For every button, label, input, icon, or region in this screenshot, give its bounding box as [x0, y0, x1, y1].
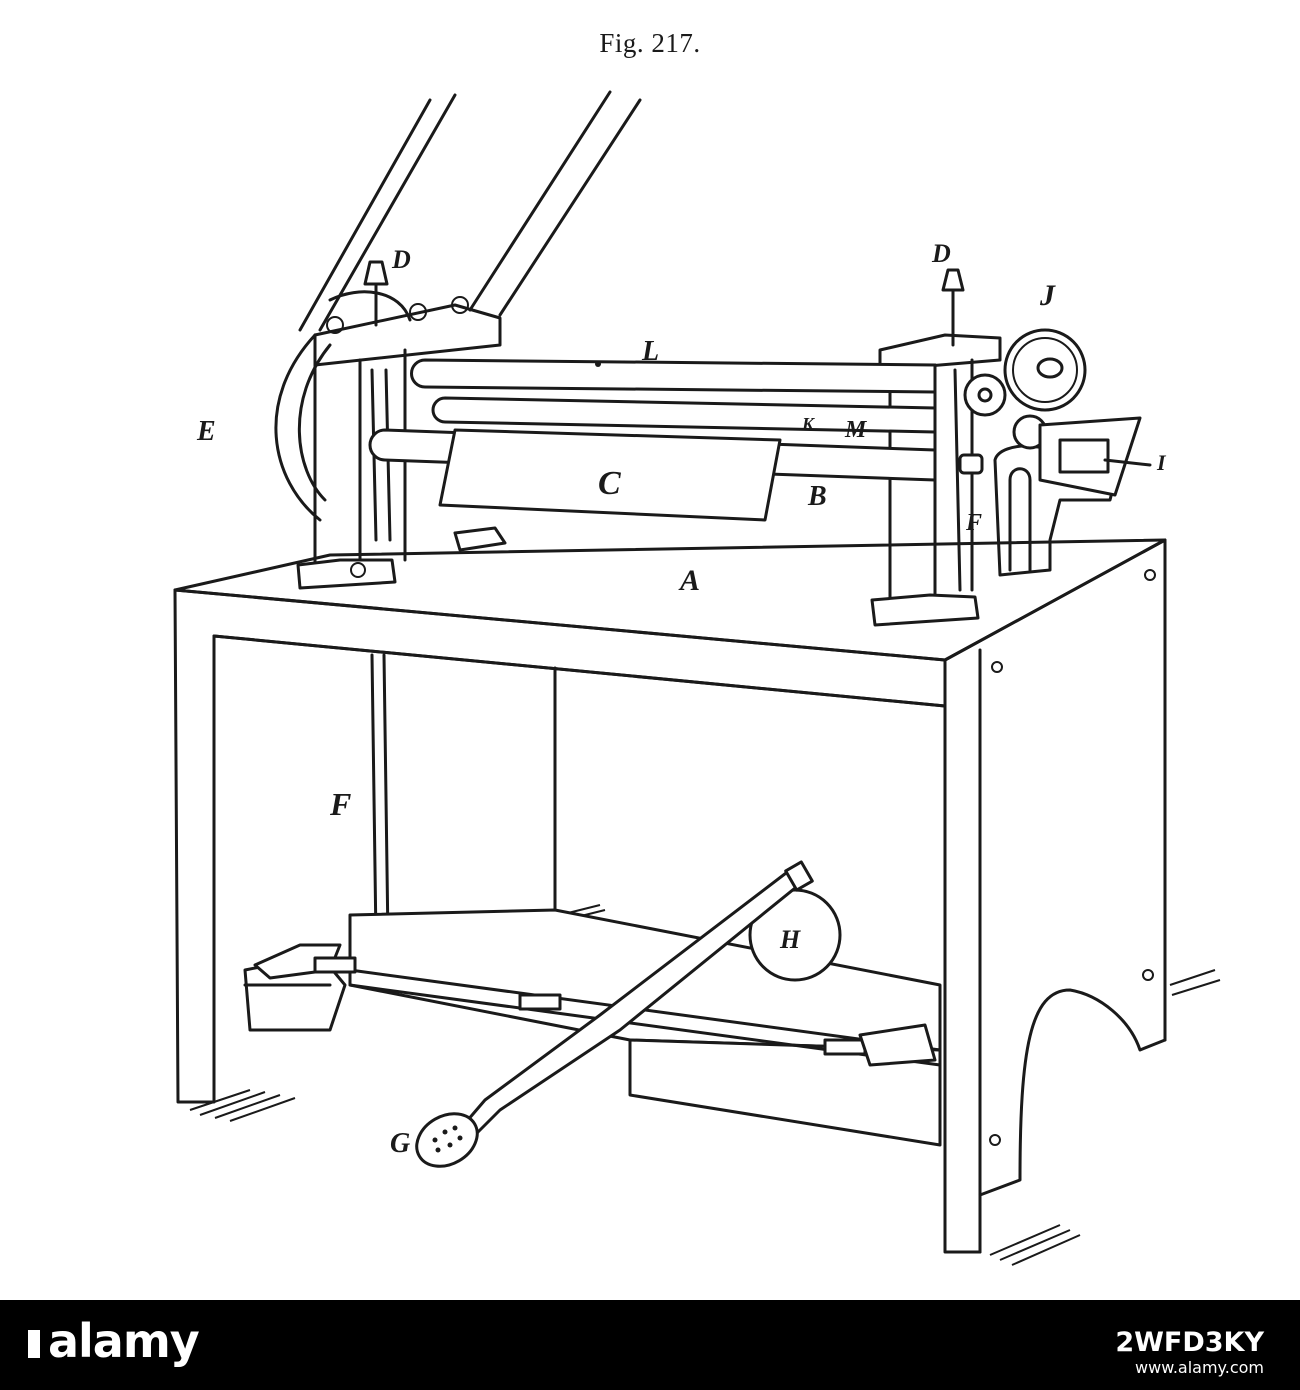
roller-l: [410, 358, 937, 394]
label-a: A: [678, 564, 700, 597]
brand-logo: alamy: [48, 1314, 200, 1368]
label-f-upper: F: [965, 510, 982, 536]
block-a: [453, 526, 507, 552]
treadle-lever-g: [415, 860, 814, 1168]
label-d-left: D: [391, 245, 411, 274]
label-j: J: [1039, 279, 1056, 312]
watermark-footer: alamy 2WFD3KY www.alamy.com: [0, 1300, 1300, 1390]
label-g: G: [390, 1128, 410, 1159]
connecting-rod-f: [370, 653, 390, 942]
label-l: L: [641, 336, 659, 367]
slide-i: [1038, 416, 1152, 497]
label-d-right: D: [931, 239, 951, 268]
label-c: C: [598, 465, 621, 502]
image-id: 2WFD3KY: [1115, 1327, 1264, 1358]
label-m: M: [844, 417, 868, 443]
left-standard: [296, 296, 502, 590]
gears-j: [963, 328, 1087, 450]
label-k: K: [801, 414, 816, 434]
roller-k: [431, 396, 937, 434]
screw-d-left: [363, 260, 389, 327]
machine-diagram: A B C D D E F F G H I J K L M: [173, 90, 1221, 1266]
watermark-url: www.alamy.com: [1135, 1358, 1264, 1377]
label-b: B: [807, 481, 827, 512]
screw-d-right: [941, 268, 965, 347]
figure-title: Fig. 217.: [599, 28, 701, 58]
right-standard: [870, 333, 1117, 627]
label-f-lower: F: [329, 786, 351, 822]
label-i: I: [1156, 450, 1167, 475]
table-frame: [173, 538, 1221, 1266]
label-h: H: [779, 925, 801, 954]
label-e: E: [196, 416, 216, 447]
alamy-logo-icon: [28, 1330, 40, 1358]
sheet-c: [438, 428, 782, 522]
